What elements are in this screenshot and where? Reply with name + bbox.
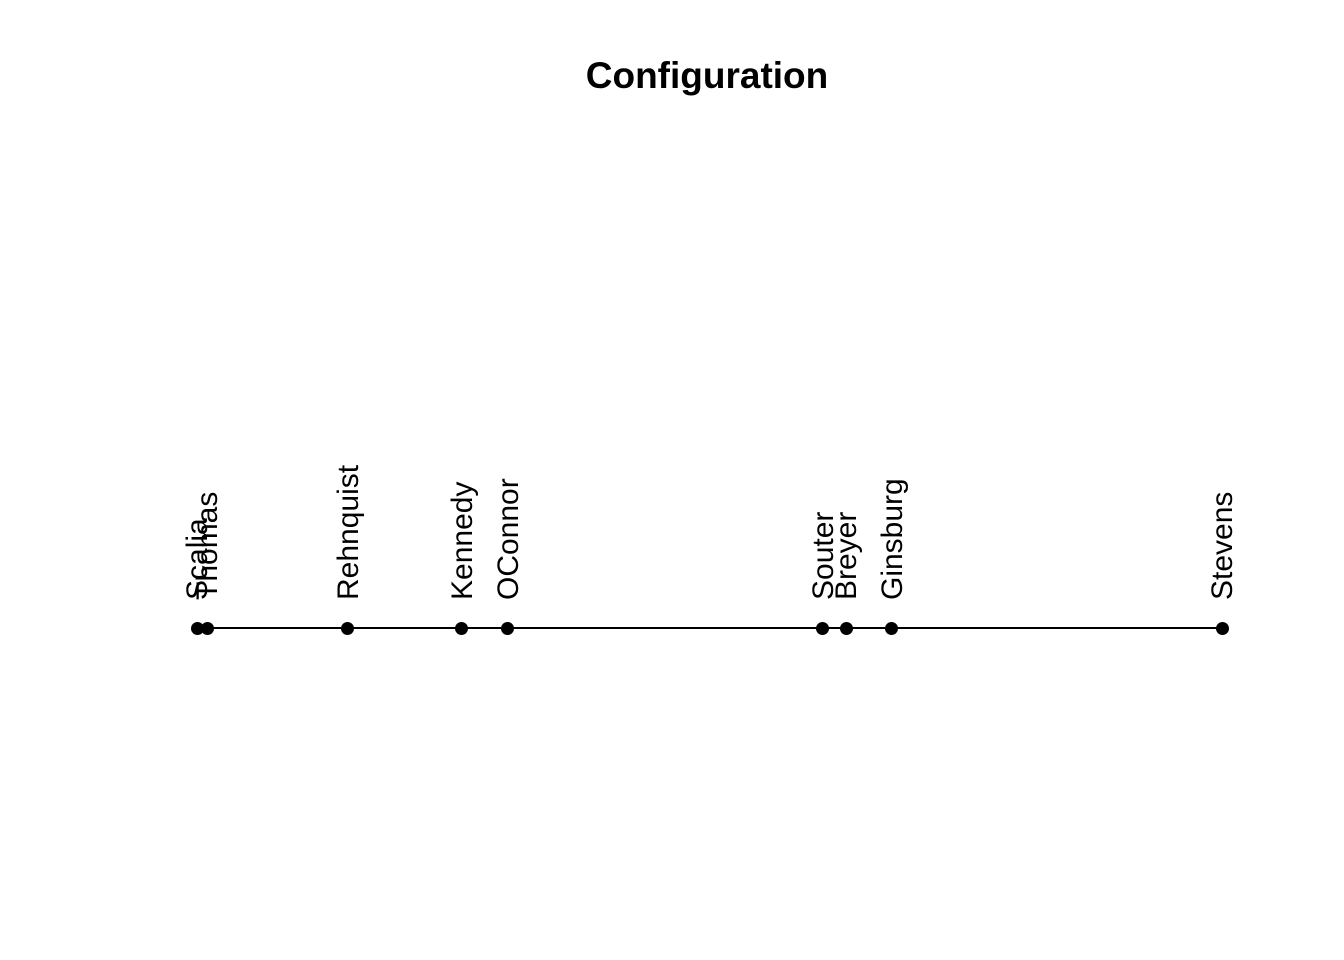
point-label: Ginsburg [875,478,909,600]
point-label: Breyer [830,511,864,600]
data-point [885,621,899,635]
data-point [200,621,214,635]
data-point [816,621,830,635]
data-point [839,621,853,635]
data-point [501,621,515,635]
chart-title: Configuration [585,55,829,96]
point-label: Rehnquist [331,464,365,600]
point-label: OConnor [491,478,525,600]
data-point [341,621,355,635]
data-point [455,621,469,635]
data-point [190,621,204,635]
point-label: Kennedy [445,481,479,600]
configuration-line [196,627,1222,629]
point-label: Stevens [1206,491,1239,600]
point-label: Thomas [191,491,225,600]
data-point [1215,621,1229,635]
